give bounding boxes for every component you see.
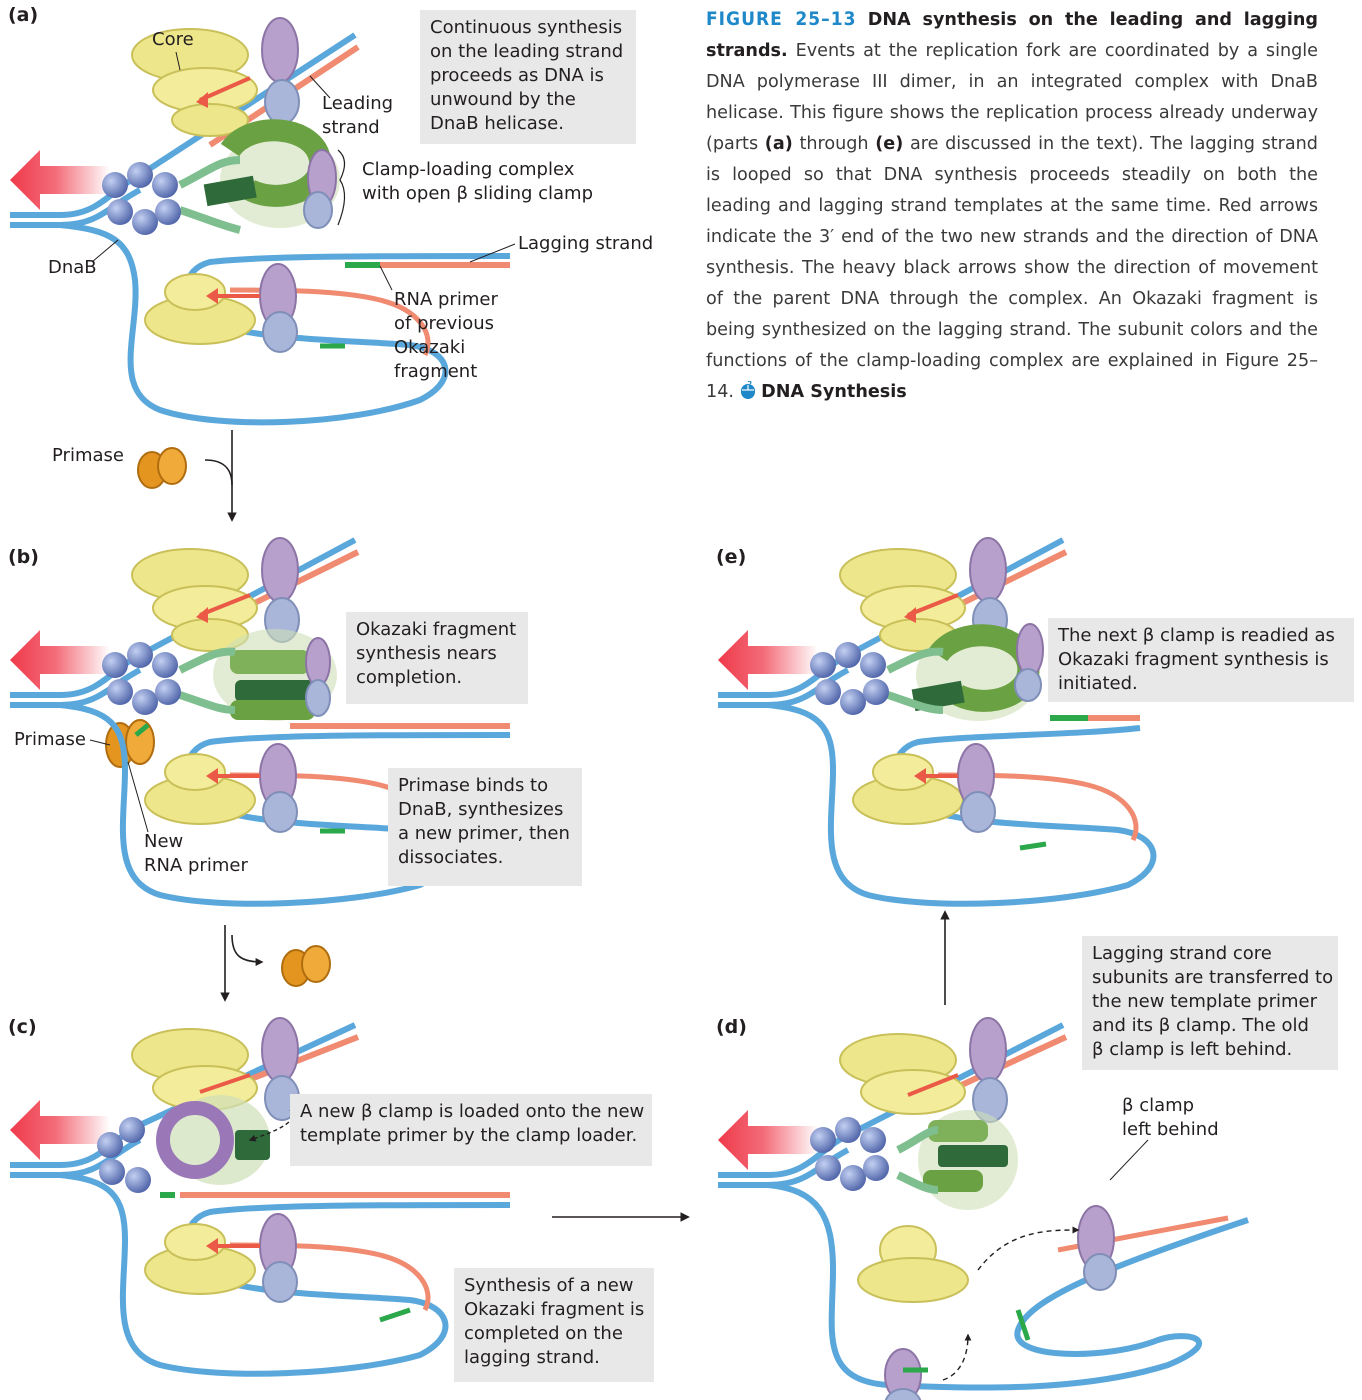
rna-primer-label-4: fragment [394, 361, 478, 382]
leading-strand-label-2: strand [322, 117, 380, 138]
clamp-loading-label-2: with open β sliding clamp [362, 183, 594, 204]
mouse-icon [740, 381, 755, 399]
dna-synthesis-link[interactable]: DNA Synthesis [761, 382, 907, 402]
panel-a-graphic [10, 17, 511, 426]
rna-primer-label-2: of previous [394, 313, 495, 334]
panel-d-graphic [718, 1017, 1249, 1400]
lagging-strand-label: Lagging strand [518, 233, 654, 254]
panel-e-graphic [718, 537, 1157, 907]
dnab-label: DnaB [48, 257, 97, 278]
beta-clamp-left-label-1: β clamp [1122, 1095, 1195, 1116]
clamp-loading-label-1: Clamp-loading complex [362, 159, 575, 180]
panel-b-note-1: Okazaki fragment synthesis nears complet… [346, 612, 528, 704]
panel-d-label: (d) [716, 1016, 747, 1038]
panel-c-label: (c) [8, 1016, 37, 1038]
primase-dissociated-icon [281, 945, 331, 987]
panel-b-label: (b) [8, 546, 39, 568]
panel-a-note: Continuous synthesis on the leading stra… [420, 10, 636, 144]
new-primer-label-2: RNA primer [144, 855, 248, 876]
panel-a-label: (a) [8, 4, 39, 26]
panel-e-label: (e) [716, 546, 747, 568]
rna-primer-label-3: Okazaki [394, 337, 466, 358]
figure-title: DNA synthesis on the leading and lagging… [706, 10, 1318, 61]
primase-bound-label: Primase [14, 729, 86, 750]
new-primer-label-1: New [144, 831, 184, 852]
panel-d-note: Lagging strand core subunits are transfe… [1082, 936, 1338, 1070]
panel-b-graphic [10, 537, 511, 907]
rna-primer-label-1: RNA primer [394, 289, 498, 310]
movement-arrow [10, 150, 110, 210]
primase-label: Primase [52, 445, 124, 466]
panel-c-graphic [10, 1017, 511, 1377]
primase-icon [137, 447, 187, 489]
dnab-helicase [102, 162, 181, 235]
panel-b-note-2: Primase binds to DnaB, synthesizes a new… [388, 768, 582, 886]
panel-c-note-2: Synthesis of a new Okazaki fragment is c… [454, 1268, 654, 1382]
core-label: Core [152, 29, 194, 50]
leading-strand-label-1: Leading [322, 93, 394, 114]
beta-clamp-left-label-2: left behind [1122, 1119, 1219, 1140]
figure-caption: FIGURE 25–13 DNA synthesis on the leadin… [706, 8, 1319, 402]
panel-c-note-1: A new β clamp is loaded onto the new tem… [290, 1094, 652, 1166]
figure-label: FIGURE 25–13 [706, 8, 857, 30]
panel-e-note: The next β clamp is readied as Okazaki f… [1048, 618, 1354, 702]
